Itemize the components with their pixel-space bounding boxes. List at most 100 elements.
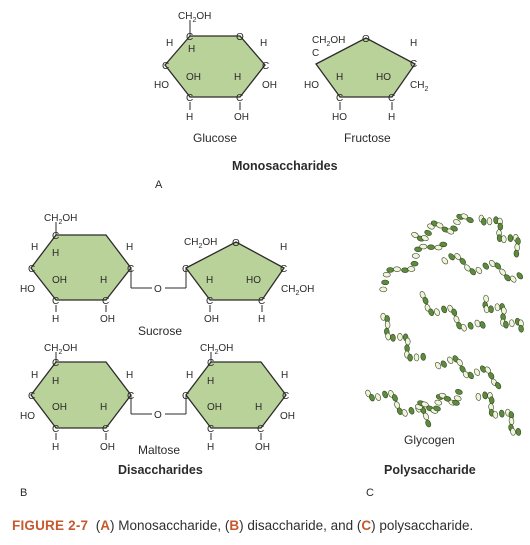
polysaccharide-heading: Polysaccharide <box>384 463 476 477</box>
sucrose-h: H <box>100 275 107 286</box>
glycogen-bead <box>494 303 501 312</box>
glucose-ring <box>164 35 266 98</box>
fructose-h: H <box>336 72 343 83</box>
sucrose-ch2oh-label: CH2OH <box>44 213 77 226</box>
fructose-c: C <box>312 48 319 59</box>
glycogen-bead <box>488 396 495 405</box>
glycogen-chains <box>365 213 524 436</box>
glycogen-bead <box>393 266 401 272</box>
glycogen-bead <box>473 368 481 376</box>
glucose-ch2oh-label: CH2OH <box>178 11 211 24</box>
glucose-o-ring: O <box>236 32 244 43</box>
maltose-h: H <box>100 402 107 413</box>
glycogen-bead <box>497 222 504 231</box>
glycosidic-o: O <box>154 284 162 295</box>
sucrose-c-bl-2: C <box>206 296 213 307</box>
glycogen-bead <box>513 249 520 258</box>
glycogen-bead <box>405 337 411 346</box>
glycogen-bead <box>453 395 462 402</box>
maltose-ch2oh-left: CH2OH <box>44 343 77 356</box>
maltose-c: C <box>207 358 214 369</box>
sucrose-h: H <box>280 242 287 253</box>
sucrose-h: H <box>52 314 59 325</box>
glucose-h: H <box>188 44 195 55</box>
glycogen-bead <box>453 219 461 226</box>
glycogen-bead <box>419 243 428 250</box>
maltose-c-left-2: C <box>182 391 189 402</box>
glycogen-bead <box>518 324 524 333</box>
sucrose-name: Sucrose <box>138 324 182 338</box>
maltose-h: H <box>52 442 59 453</box>
glucose-h: H <box>234 72 241 83</box>
glycogen-bead <box>425 419 432 428</box>
caption-marker-b: B <box>229 518 240 533</box>
glycogen-bead <box>494 262 502 270</box>
maltose-c-bl: C <box>52 424 59 435</box>
maltose-oh: OH <box>255 442 270 453</box>
glucose-oh: OH <box>186 72 201 83</box>
sucrose-c: C <box>52 231 59 242</box>
glycogen-bead <box>435 361 442 370</box>
glucose-ho: HO <box>154 80 169 91</box>
glycogen-bead <box>382 271 391 278</box>
glycogen-bead <box>434 399 443 406</box>
maltose-glycosidic-o: O <box>154 410 162 421</box>
glucose-c-right: C <box>262 61 269 72</box>
glycogen-bead <box>410 260 419 267</box>
glycogen-bead <box>509 275 517 283</box>
glycogen-bead <box>475 393 482 401</box>
sucrose-h: H <box>206 275 213 286</box>
glycogen-bead <box>509 319 515 328</box>
maltose-h: H <box>186 370 193 381</box>
glycogen-bead <box>384 320 391 329</box>
glycogen-bead <box>510 427 516 436</box>
figure-caption: FIGURE 2-7 (A) Monosaccharide, (B) disac… <box>12 518 474 533</box>
monosaccharides-heading: Monosaccharides <box>232 159 338 173</box>
glucose-h: H <box>186 112 193 123</box>
glycogen-bead <box>411 253 420 259</box>
maltose-h: H <box>207 376 214 387</box>
glycogen-bead <box>508 417 515 425</box>
sucrose-ho: HO <box>246 275 261 286</box>
disaccharides-heading: Disaccharides <box>118 463 203 477</box>
maltose-h: H <box>207 442 214 453</box>
glycogen-bead <box>492 410 499 419</box>
glycogen-bead <box>434 308 440 316</box>
sucrose-h: H <box>126 242 133 253</box>
sucrose-o-ring: O <box>232 238 240 249</box>
glycogen-bead <box>447 356 454 364</box>
glucose-name: Glucose <box>193 131 237 145</box>
glycogen-bead <box>433 405 441 412</box>
panel-c-letter: C <box>366 487 374 499</box>
glucose-oh: OH <box>262 80 277 91</box>
glycogen-bead <box>499 409 505 418</box>
glycogen-bead <box>482 391 488 400</box>
glycogen-bead <box>385 332 391 341</box>
sucrose-oh: OH <box>204 314 219 325</box>
glycogen-bead <box>488 305 494 314</box>
glycogen-bead <box>460 323 467 332</box>
glycogen-bead <box>386 267 395 273</box>
caption-text-a: Monosaccharide, <box>118 518 222 533</box>
glycogen-bead <box>450 225 458 232</box>
glycogen-bead <box>421 235 429 242</box>
glucose-c-bottom-left: C <box>186 93 193 104</box>
fructose-ch2oh-label: CH2OH <box>312 35 345 48</box>
maltose-c-right-2: C <box>282 391 289 402</box>
glycogen-bead <box>382 390 389 399</box>
glycogen-bead <box>441 305 448 314</box>
sucrose-fructose-ring <box>185 241 285 301</box>
glycogen-bead <box>451 308 458 317</box>
maltose-ch2oh-right: CH2OH <box>200 343 233 356</box>
glycogen-bead <box>434 244 443 251</box>
fructose-o-ring: O <box>362 34 370 45</box>
glycogen-bead <box>456 321 463 330</box>
glycogen-bead <box>501 235 507 244</box>
glycogen-bead <box>455 389 463 395</box>
glycogen-bead <box>479 321 486 329</box>
fructose-c-bottom-left: C <box>336 93 343 104</box>
glycogen-bead <box>401 409 408 417</box>
figure-number: FIGURE 2-7 <box>12 518 89 533</box>
fructose-ho: HO <box>304 80 319 91</box>
glycogen-bead <box>459 257 466 265</box>
